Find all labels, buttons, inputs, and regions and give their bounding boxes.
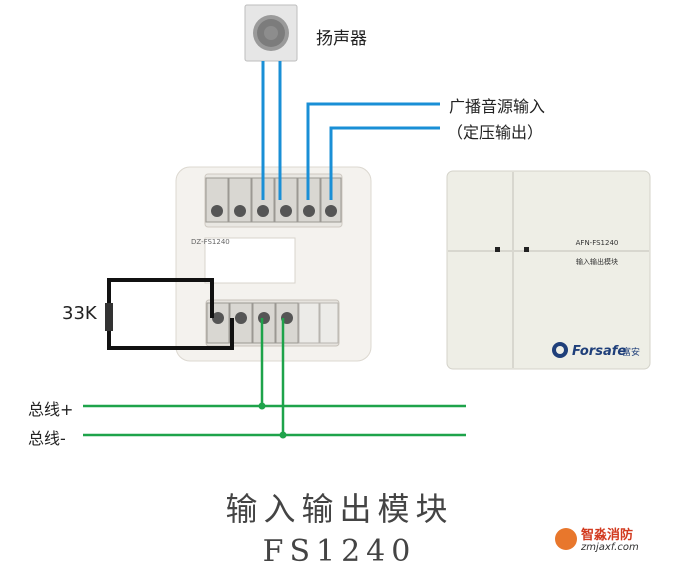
bus-minus-junction	[279, 431, 287, 439]
caption-title: 输入输出模块	[225, 490, 454, 528]
broadcast-output-label: （定压输出）	[447, 123, 544, 142]
caption-model: FS1240	[262, 534, 417, 569]
broadcast-input-label: 广播音源输入	[449, 97, 546, 116]
run-indicator	[495, 247, 500, 252]
bus-wires	[83, 318, 466, 437]
bus-plus-label: 总线+	[28, 400, 74, 419]
brand-name-cn: 富安	[622, 346, 640, 358]
resistor-label: 33K	[62, 303, 97, 324]
io-module: AFN-FS1240 输入输出模块 Forsafe 富安	[446, 170, 651, 370]
speaker-label: 扬声器	[316, 29, 367, 49]
module-name: 输入输出模块	[576, 257, 618, 266]
watermark-name: 智淼消防	[581, 528, 634, 543]
resistor-body	[105, 303, 113, 331]
module-model: AFN-FS1240	[576, 239, 619, 247]
watermark-logo: 智淼消防 zmjaxf.com	[555, 522, 665, 562]
watermark-url: zmjaxf.com	[581, 542, 639, 553]
action-indicator	[524, 247, 529, 252]
speaker	[244, 4, 298, 62]
bottom-terminal-block	[206, 302, 339, 344]
broadcast-wires	[306, 102, 440, 200]
base-plate: DZ-FS1240	[175, 166, 372, 362]
brand-name: Forsafe	[572, 344, 626, 359]
top-terminal-block	[205, 177, 342, 223]
base-model-label: DZ-FS1240	[191, 238, 230, 246]
bus-plus-junction	[258, 402, 266, 410]
speaker-wires	[261, 61, 282, 200]
flame-icon	[555, 528, 577, 550]
bus-minus-label: 总线-	[28, 429, 66, 448]
